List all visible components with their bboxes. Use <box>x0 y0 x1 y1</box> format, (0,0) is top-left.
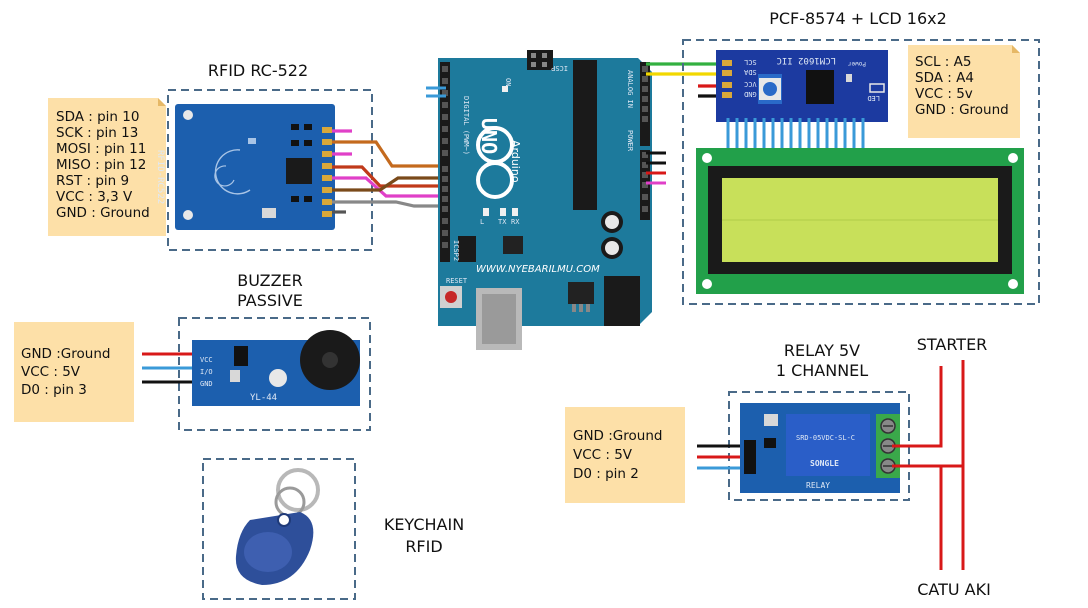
lcd-title: PCF-8574 + LCD 16x2 <box>769 9 947 28</box>
arduino-aux-wires <box>426 86 446 98</box>
arduino-power-label: POWER <box>626 130 634 152</box>
buzzer-pin-label: VCC <box>200 356 213 364</box>
lcd-note-line: SDA : A4 <box>915 70 974 86</box>
rfid-keychain-image <box>235 468 320 585</box>
pcf-board-label: LCM1602 IIC <box>776 55 836 65</box>
rfid-title: RFID RC-522 <box>208 61 308 80</box>
lcd-note-line: VCC : 5v <box>915 86 973 102</box>
lcd-note-line: SCL : A5 <box>915 54 971 70</box>
pcf-led-label: LED <box>867 94 880 102</box>
relay-brand-label: SONGLE <box>810 459 839 468</box>
rfid-note-line: RST : pin 9 <box>56 173 129 189</box>
arduino-analog-label: ANALOG IN <box>626 70 634 108</box>
relay-note: GND :Ground VCC : 5V D0 : pin 2 <box>565 407 685 503</box>
lcd-pin-row <box>726 118 865 148</box>
relay-title-line2: 1 CHANNEL <box>776 361 868 380</box>
rfid-note-line: SCK : pin 13 <box>56 125 138 141</box>
rfid-note-line: GND : Ground <box>56 205 150 221</box>
rfid-note-line: MOSI : pin 11 <box>56 141 146 157</box>
catu-aki-label: CATU AKI <box>917 580 991 599</box>
arduino-on-label: ON <box>504 78 512 86</box>
buzzer-note-line: D0 : pin 3 <box>21 382 87 398</box>
keychain-title-line1: KEYCHAIN <box>384 515 464 534</box>
relay-note-line: D0 : pin 2 <box>573 466 639 482</box>
buzzer-note: GND :Ground VCC : 5V D0 : pin 3 <box>14 322 134 422</box>
relay-note-line: VCC : 5V <box>573 447 633 463</box>
lcd-note-line: GND : Ground <box>915 102 1009 118</box>
keychain-group-frame <box>202 458 356 600</box>
buzzer-note-line: GND :Ground <box>21 346 110 362</box>
buzzer-pin-label: GND <box>200 380 213 388</box>
relay-module: SRD-05VDC-SL-C SONGLE RELAY <box>740 403 900 493</box>
arduino-model-label: UNO <box>477 118 501 154</box>
lcd-group-frame <box>682 39 1040 305</box>
arduino-icsp-label: ICSP <box>551 64 568 72</box>
buzzer-board-label: YL-44 <box>250 393 277 403</box>
starter-catu-aki-wires <box>892 360 965 570</box>
rfid-note-line: VCC : 3,3 V <box>56 189 133 205</box>
buzzer-note-line: VCC : 5V <box>21 364 81 380</box>
rfid-note-line: MISO : pin 12 <box>56 157 146 173</box>
arduino-icsp2-label: ICSP2 <box>452 240 460 261</box>
buzzer-wires <box>142 352 196 384</box>
pcf-power-label: Power <box>848 60 866 67</box>
arduino-uno-board: ICSP ON UNO Arduino DIGITAL (PWM~) ANALO… <box>438 50 652 350</box>
pcf8574-module: LCM1602 IIC SCL SDA VCC GND Power LED <box>716 50 888 122</box>
lcd-note: SCL : A5 SDA : A4 VCC : 5v GND : Ground <box>908 45 1020 138</box>
arduino-digital-label: DIGITAL (PWM~) <box>462 96 470 155</box>
power-wires <box>646 151 666 185</box>
arduino-brand-label: Arduino <box>509 140 522 183</box>
lcd-16x2-display <box>696 148 1024 294</box>
buzzer-title-line1: BUZZER <box>237 271 303 290</box>
arduino-l-label: L <box>480 218 484 226</box>
rfid-module: RFID-RC522 <box>155 104 335 230</box>
arduino-reset-label: RESET <box>446 277 468 285</box>
relay-title-line1: RELAY 5V <box>784 341 860 360</box>
relay-note-line: GND :Ground <box>573 428 662 444</box>
pcf-pin-label: SCL <box>744 58 757 66</box>
keychain-title-line2: RFID <box>405 537 442 556</box>
relay-spec-label: SRD-05VDC-SL-C <box>796 434 855 442</box>
buzzer-title-line2: PASSIVE <box>237 291 303 310</box>
relay-board-label: RELAY <box>806 481 830 490</box>
rfid-note: SDA : pin 10 SCK : pin 13 MOSI : pin 11 … <box>48 98 166 236</box>
arduino-rx-label: RX <box>511 218 520 226</box>
buzzer-group-frame <box>178 317 371 431</box>
pcf-pin-label: VCC <box>744 80 757 88</box>
arduino-url-label: WWW.NYEBARILMU.COM <box>476 264 600 275</box>
arduino-tx-label: TX <box>498 218 507 226</box>
starter-label: STARTER <box>917 335 988 354</box>
lcd-wires <box>646 62 726 98</box>
rfid-note-line: SDA : pin 10 <box>56 109 139 125</box>
rfid-board-label: RFID-RC522 <box>155 150 165 204</box>
buzzer-pin-label: I/O <box>200 368 213 376</box>
pcf-pin-label: GND <box>744 90 757 98</box>
pcf-pin-label: SDA <box>743 68 756 76</box>
rfid-wires <box>332 129 446 214</box>
buzzer-module: VCC I/O GND YL-44 <box>192 330 360 406</box>
